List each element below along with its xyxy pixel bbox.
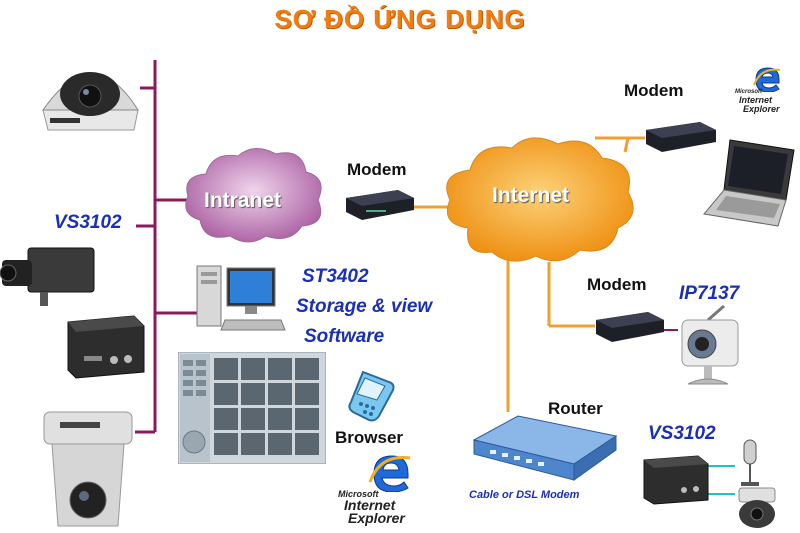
modem-icon [646, 122, 716, 152]
intranet-label: Intranet [204, 189, 282, 212]
browser-label: Browser [335, 428, 404, 447]
intranet-cloud-icon [185, 148, 322, 243]
mobile-phone-icon [348, 370, 395, 422]
ie-microsoft-text: Microsoft [735, 89, 762, 95]
vs3102-right-label: VS3102 [648, 423, 716, 444]
internet-label: Internet [492, 184, 570, 207]
ie-logo-top-right: Microsoft Internet Explorer [735, 66, 787, 114]
storage-view-label: Storage & view [296, 296, 433, 317]
router-label: Router [548, 399, 603, 418]
ie-microsoft-text: Microsoft [338, 489, 379, 499]
ptz-camera-icon [43, 411, 133, 527]
modem-icon [346, 190, 414, 220]
ie-explorer-text: Explorer [348, 510, 405, 526]
modem-icon [596, 312, 664, 342]
laptop-icon [703, 139, 795, 227]
ie-logo-icon [368, 455, 411, 492]
ie-internet-text: Internet [344, 497, 396, 513]
vs3102-left-label: VS3102 [54, 212, 122, 233]
video-server-icon [67, 315, 145, 379]
ie-logo-icon [753, 67, 781, 92]
modem-top-right-label: Modem [624, 81, 684, 100]
ie-explorer-text: Explorer [743, 104, 780, 114]
modem-center-label: Modem [347, 160, 407, 179]
box-camera-icon [0, 247, 95, 306]
video-server-icon [643, 455, 709, 505]
st3402-label: ST3402 [302, 266, 369, 287]
ie-logo-browser: Microsoft Internet Explorer [338, 452, 418, 526]
software-label: Software [304, 326, 385, 347]
internet-cloud-icon [446, 137, 634, 262]
dome-camera-icon [42, 72, 139, 131]
ie-internet-text: Internet [739, 95, 773, 105]
ip7137-label: IP7137 [679, 283, 740, 304]
diagram-title: SƠ ĐỒ ỨNG DỤNG [274, 4, 526, 34]
microphone-icon [741, 439, 759, 486]
ip-camera-icon [681, 304, 739, 385]
speed-dome-icon [738, 487, 776, 528]
cable-dsl-label: Cable or DSL Modem [469, 489, 580, 501]
monitor-software-icon [178, 352, 326, 464]
router-icon [472, 415, 618, 481]
line-internet-modem-top [623, 137, 630, 153]
modem-right-label: Modem [587, 275, 647, 294]
desktop-pc-icon [196, 265, 286, 331]
